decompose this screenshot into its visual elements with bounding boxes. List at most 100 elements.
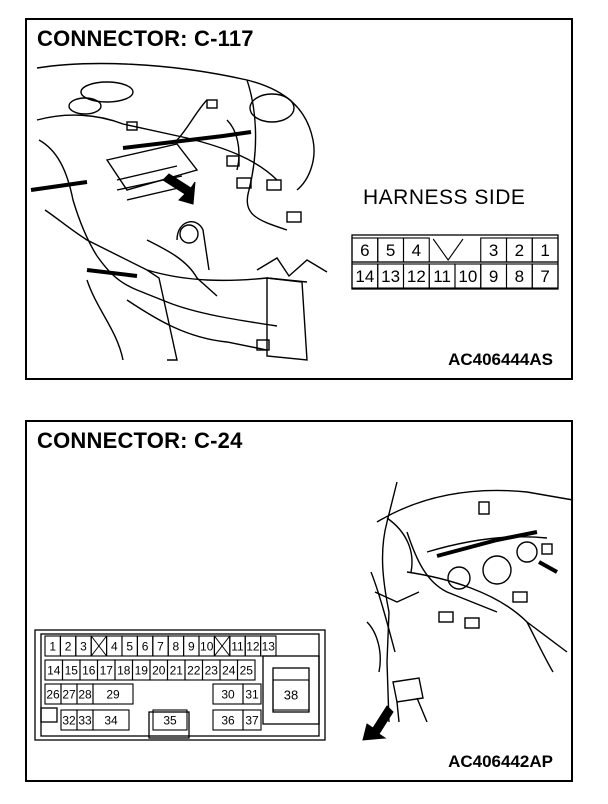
c24-pin: 34: [92, 709, 130, 731]
svg-text:20: 20: [152, 663, 166, 677]
svg-text:18: 18: [117, 663, 131, 677]
c24-pin: 6: [136, 635, 154, 657]
c24-pin: 20: [149, 659, 169, 681]
c24-pin: 11: [229, 635, 246, 657]
svg-text:4: 4: [111, 639, 118, 653]
svg-text:32: 32: [62, 713, 76, 727]
svg-text:1: 1: [49, 639, 56, 653]
c24-pin: 26: [44, 683, 62, 705]
c24-pin: 38: [272, 679, 310, 711]
svg-text:28: 28: [78, 687, 92, 701]
svg-text:38: 38: [284, 688, 298, 703]
svg-text:22: 22: [187, 663, 201, 677]
c117-pin: 6: [351, 237, 379, 263]
svg-text:10: 10: [458, 267, 477, 286]
svg-text:11: 11: [231, 639, 244, 653]
c117-pin: 7: [531, 263, 559, 289]
c117-pin: 11: [428, 263, 456, 289]
c24-pin: 15: [61, 659, 81, 681]
svg-text:2: 2: [515, 241, 524, 260]
c24-pin: 14: [44, 659, 64, 681]
c24-pin: 25: [236, 659, 256, 681]
c24-pin: 27: [60, 683, 78, 705]
svg-text:10: 10: [200, 639, 214, 653]
svg-text:4: 4: [412, 241, 421, 260]
c24-connector-face: [34, 629, 326, 741]
svg-text:3: 3: [80, 639, 87, 653]
connector-c24-panel: CONNECTOR: C-24: [25, 420, 574, 782]
c24-pin: 12: [244, 635, 262, 657]
svg-text:31: 31: [245, 687, 259, 701]
harness-side-label: HARNESS SIDE: [363, 186, 526, 209]
svg-text:14: 14: [355, 267, 374, 286]
c117-pin: 8: [505, 263, 533, 289]
c24-pin: 17: [96, 659, 116, 681]
c24-pin: 21: [166, 659, 186, 681]
svg-text:14: 14: [47, 663, 61, 677]
c24-pin: 36: [212, 709, 244, 731]
connector-c117-title: CONNECTOR: C-117: [37, 26, 254, 51]
svg-text:27: 27: [62, 687, 76, 701]
svg-text:12: 12: [246, 639, 260, 653]
svg-text:2: 2: [65, 639, 72, 653]
svg-text:9: 9: [188, 639, 195, 653]
c24-pin: 2: [59, 635, 77, 657]
svg-text:26: 26: [46, 687, 60, 701]
c117-pin: 5: [377, 237, 405, 263]
c24-pin: [213, 635, 231, 657]
svg-text:13: 13: [262, 639, 276, 653]
svg-text:7: 7: [540, 267, 549, 286]
c24-pin: 31: [242, 683, 262, 705]
c117-figure-code: AC406444AS: [448, 350, 553, 369]
svg-text:36: 36: [221, 713, 235, 727]
svg-text:8: 8: [173, 639, 180, 653]
svg-text:11: 11: [433, 267, 451, 286]
svg-text:5: 5: [386, 241, 395, 260]
c24-pin: [90, 635, 108, 657]
svg-text:17: 17: [100, 663, 114, 677]
svg-text:9: 9: [489, 267, 498, 286]
svg-text:21: 21: [170, 663, 184, 677]
c24-pin: 24: [219, 659, 239, 681]
c117-pin: 13: [377, 263, 405, 289]
svg-text:15: 15: [65, 663, 79, 677]
svg-text:7: 7: [157, 639, 164, 653]
c24-pin: 19: [131, 659, 151, 681]
c24-pin: 33: [76, 709, 94, 731]
c117-pin: 10: [454, 263, 482, 289]
c117-pin: 4: [402, 237, 430, 263]
svg-text:25: 25: [240, 663, 254, 677]
c24-pin: 9: [183, 635, 200, 657]
c117-pin: 12: [402, 263, 430, 289]
c117-pin: 1: [531, 237, 559, 263]
c24-pin: 22: [184, 659, 204, 681]
c24-pin: 37: [242, 709, 262, 731]
svg-text:35: 35: [163, 713, 177, 727]
c24-pin: 3: [75, 635, 92, 657]
c24-pin: 32: [60, 709, 78, 731]
svg-text:23: 23: [205, 663, 219, 677]
c117-pin: 9: [480, 263, 508, 289]
svg-text:12: 12: [407, 267, 426, 286]
connector-c117-panel: CONNECTOR: C-117: [25, 18, 573, 380]
connector-c24-title: CONNECTOR: C-24: [37, 428, 243, 453]
svg-text:30: 30: [221, 687, 235, 701]
c24-pin: 16: [79, 659, 99, 681]
c117-pin: 3: [480, 237, 508, 263]
svg-text:6: 6: [142, 639, 149, 653]
svg-text:5: 5: [126, 639, 133, 653]
c24-pin: 7: [152, 635, 169, 657]
svg-text:6: 6: [360, 241, 369, 260]
c24-pin: 13: [260, 635, 277, 657]
c117-pin: 2: [505, 237, 533, 263]
c24-pin: 30: [212, 683, 244, 705]
c24-figure-code: AC406442AP: [448, 752, 553, 771]
svg-text:29: 29: [106, 687, 120, 701]
svg-text:33: 33: [78, 713, 92, 727]
c24-pin: 8: [167, 635, 185, 657]
svg-text:34: 34: [104, 713, 118, 727]
c24-pin: 5: [121, 635, 138, 657]
c24-pin: 23: [201, 659, 221, 681]
